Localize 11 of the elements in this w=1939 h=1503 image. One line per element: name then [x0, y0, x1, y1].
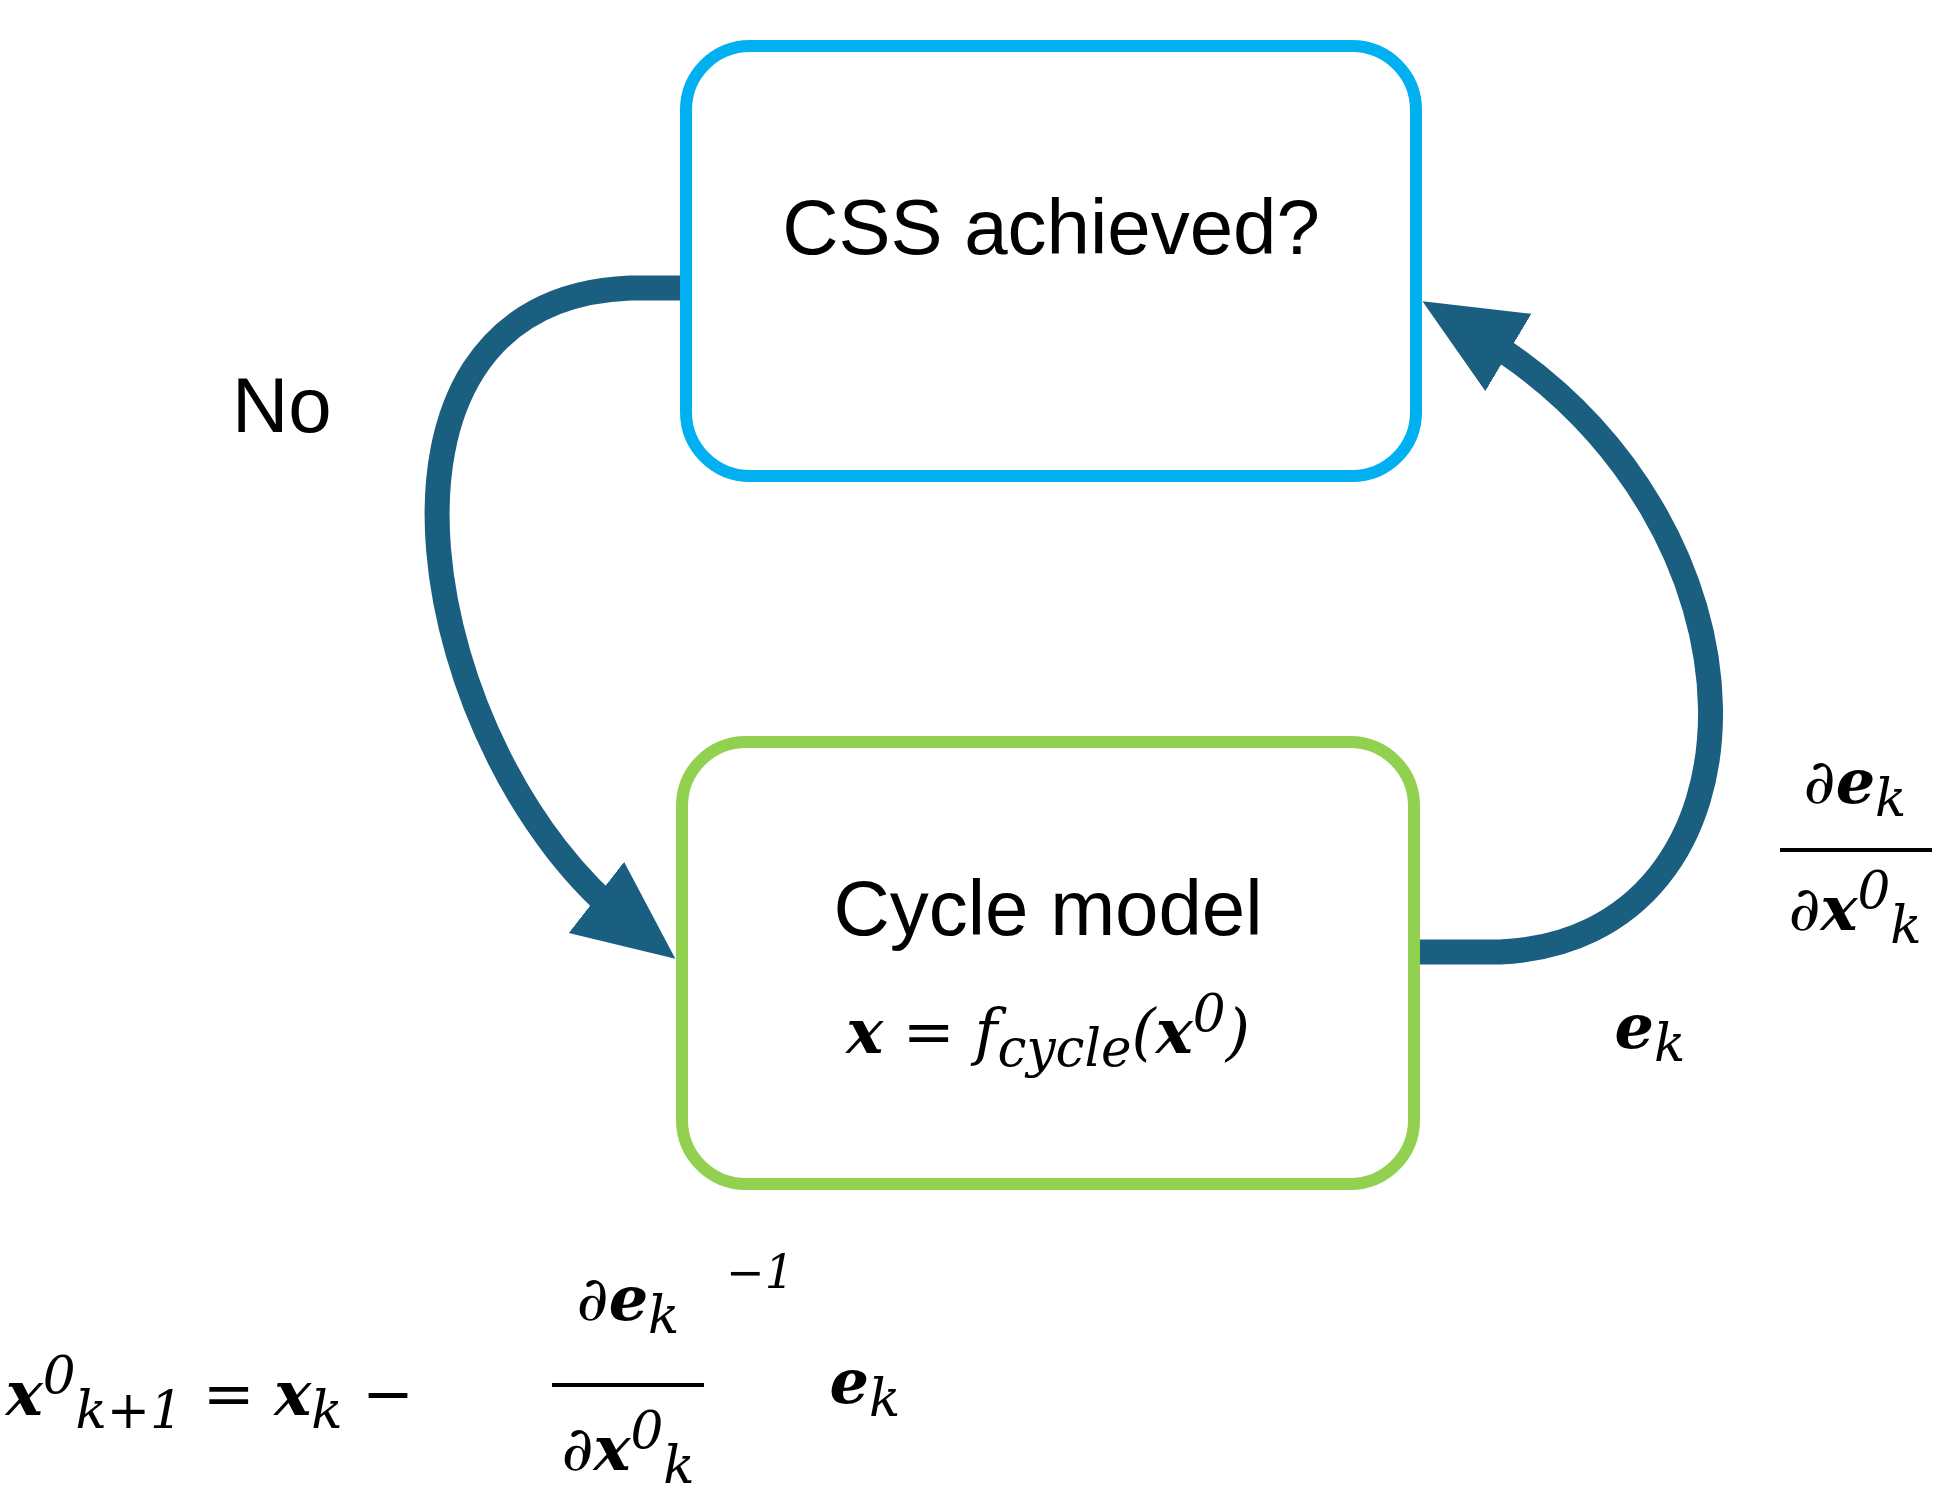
- box-title: Cycle model: [832, 863, 1264, 954]
- math-term: −1: [726, 1245, 794, 1299]
- math-term: e$_{k}$: [829, 1345, 901, 1429]
- box-title: CSS achieved?: [781, 182, 1321, 273]
- math-term: ∂e$_{k}$: [576, 1262, 680, 1346]
- rounded-box: [680, 40, 1422, 482]
- equation: x = f$_{cycle}$(x$^{0}$): [844, 983, 1251, 1079]
- math-term: e$_{k}$: [1614, 990, 1686, 1074]
- math-term: x$^{0}$$_{k+1}$ = x$_{k}$ −: [5, 1345, 415, 1441]
- math-term: ∂e$_{k}$: [1803, 745, 1907, 829]
- rounded-box: [676, 736, 1420, 1190]
